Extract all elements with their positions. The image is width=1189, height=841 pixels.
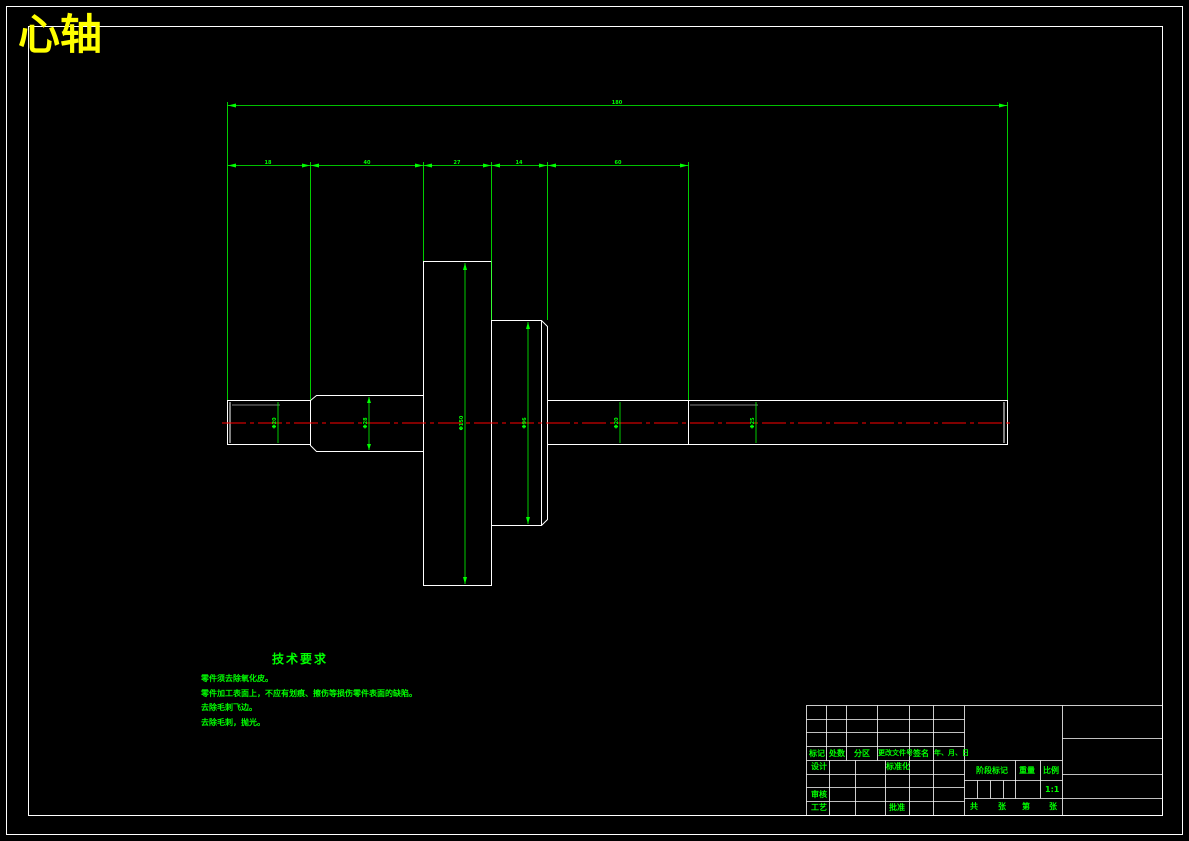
arrow [483, 163, 491, 168]
tb-standardize: 标准化 [886, 762, 910, 771]
tb-header-change-doc: 更改文件号 [878, 749, 913, 757]
dim-seg-2: 40 [364, 160, 371, 166]
tb-header-date: 年、月、日 [934, 749, 969, 757]
outer-border [6, 6, 1183, 835]
arrow [680, 163, 688, 168]
page-title: 心轴 [18, 10, 103, 59]
tb-header-mark: 标记 [809, 749, 825, 758]
dia-text-4: Φ96 [522, 417, 528, 429]
dia-text-5: Φ20 [614, 417, 620, 429]
dimension-arrows [228, 103, 1007, 584]
tb-sheet-unit-1: 张 [998, 802, 1006, 811]
tb-sheet-unit-2: 张 [1049, 802, 1057, 811]
arrow [492, 163, 500, 168]
tb-sheet-no: 第 [1022, 802, 1030, 811]
tb-header-zone: 分区 [854, 749, 870, 758]
inner-frame [28, 26, 1163, 816]
tech-requirements-heading: 技术要求 [272, 652, 329, 666]
dia-text-2: Φ28 [363, 417, 369, 429]
arrow [367, 444, 371, 450]
title-block-grid [806, 705, 1163, 816]
tech-requirements-list: 零件须去除氧化皮。 零件加工表面上，不应有划痕、擦伤等损伤零件表面的缺陷。 去除… [201, 672, 417, 730]
tech-requirement-item: 零件加工表面上，不应有划痕、擦伤等损伤零件表面的缺陷。 [201, 688, 417, 698]
arrow [463, 577, 467, 584]
arrow [548, 163, 556, 168]
tech-requirement-item: 去除毛刺飞边。 [201, 703, 257, 712]
tech-requirement-item: 零件须去除氧化皮。 [201, 674, 273, 683]
dim-overall: 180 [612, 100, 623, 106]
arrow [999, 103, 1007, 108]
tb-scale: 比例 [1043, 766, 1059, 775]
tb-process: 工艺 [811, 803, 827, 812]
arrow [228, 163, 236, 168]
arrow [367, 397, 371, 403]
dim-seg-1: 18 [265, 160, 272, 166]
arrow [311, 163, 319, 168]
dim-seg-4: 14 [516, 160, 523, 166]
dimension-lines [227, 102, 1008, 584]
arrow [539, 163, 547, 168]
arrow [415, 163, 423, 168]
arrow [526, 322, 530, 329]
arrow [302, 163, 310, 168]
tb-sheet-total: 共 [970, 802, 978, 811]
tb-approve: 批准 [889, 803, 905, 812]
tb-scale-value: 1:1 [1045, 785, 1060, 794]
tb-design: 设计 [811, 762, 827, 771]
arrow [424, 163, 432, 168]
dim-seg-3: 27 [454, 160, 461, 166]
tb-header-count: 处数 [829, 749, 845, 758]
tb-header-sign: 签名 [913, 749, 929, 758]
dia-text-1: Φ20 [272, 417, 278, 429]
dimension-texts: 180 18 40 27 14 60 Φ20 Φ28 Φ150 Φ96 Φ20 … [265, 100, 756, 430]
tb-review: 审核 [811, 790, 827, 799]
arrow [228, 103, 236, 108]
arrow [526, 517, 530, 524]
tech-requirement-item: 去除毛刺，抛光。 [201, 717, 265, 727]
arrow [463, 263, 467, 270]
dim-seg-5: 60 [615, 160, 622, 166]
dia-text-6: Φ25 [750, 417, 756, 429]
tb-stage-mark: 阶段标记 [976, 766, 1008, 775]
tb-weight: 重量 [1019, 766, 1035, 775]
dia-text-3: Φ150 [459, 415, 465, 430]
